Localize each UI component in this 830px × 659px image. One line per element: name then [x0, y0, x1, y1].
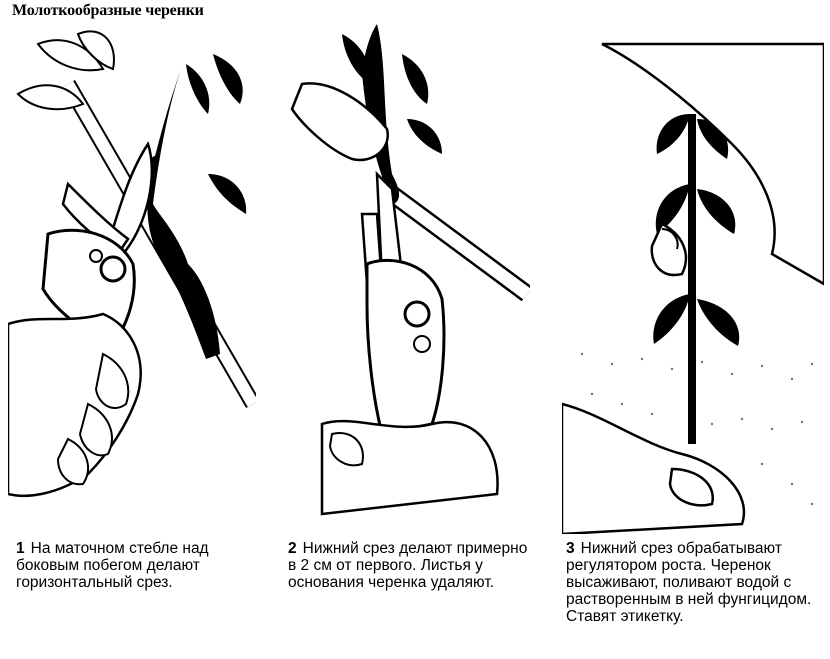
planting-cutting-drawing: [562, 24, 824, 534]
illustration-step-3: [562, 24, 824, 534]
illustration-step-1: [8, 24, 256, 534]
step-2-text: Нижний срез делают примерно в 2 см от пе…: [288, 540, 527, 591]
figure-title: Молоткообразные черенки: [12, 2, 204, 20]
step-1-number: 1: [16, 540, 25, 557]
step-1-text: На маточном стебле над боковым побегом д…: [16, 540, 209, 591]
shears-cutting-stem-drawing: [8, 24, 256, 534]
illustration-step-2: [282, 24, 530, 534]
step-3-text: Нижний срез обрабатывают регулятором рос…: [566, 540, 811, 625]
step-2-number: 2: [288, 540, 297, 557]
shears-second-cut-drawing: [282, 24, 530, 534]
step-3-number: 3: [566, 540, 575, 557]
